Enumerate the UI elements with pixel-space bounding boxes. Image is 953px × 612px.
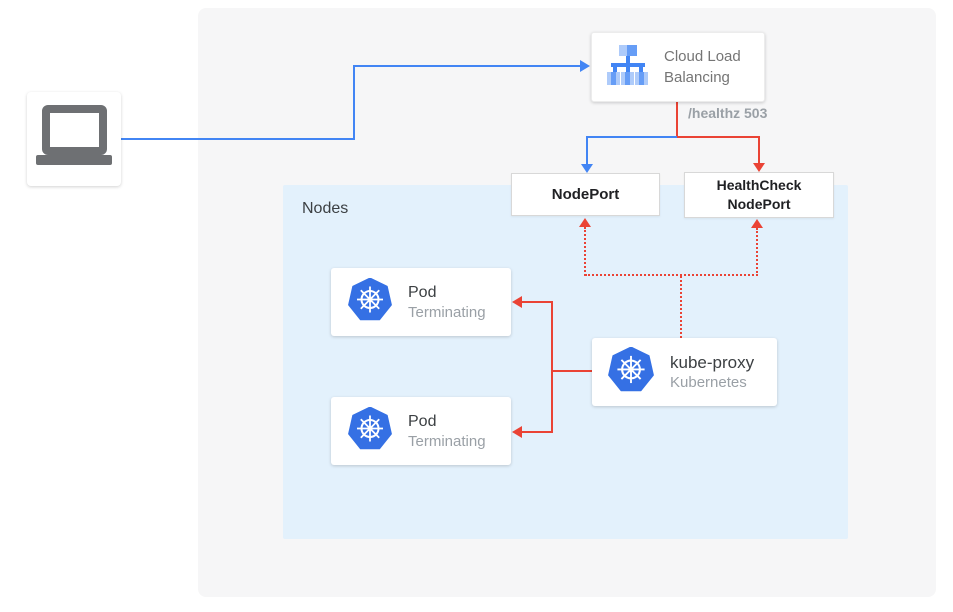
healthcheck-nodeport-label-line1: HealthCheck — [716, 177, 802, 193]
kube-proxy-subtitle: Kubernetes — [670, 373, 747, 391]
pod-top-title: Pod — [408, 283, 437, 301]
pod-bottom-title: Pod — [408, 412, 437, 430]
edge-client-to-clb-h1 — [121, 138, 355, 140]
cloud-load-balancing-label-line2: Balancing — [664, 69, 730, 86]
cloud-load-balancing-card: Cloud Load Balancing — [591, 32, 765, 102]
healthcheck-nodeport-label: HealthCheck NodePort — [717, 176, 802, 214]
edge-clb-down-v — [676, 102, 678, 138]
laptop-icon — [36, 104, 112, 174]
arrowhead-into-nodeport — [581, 164, 593, 173]
arrowhead-into-healthcheck-nodeport — [753, 163, 765, 172]
arrowhead-into-pod-bottom — [512, 426, 522, 438]
kubernetes-icon — [348, 277, 392, 327]
pod-top-status: Terminating — [408, 303, 486, 321]
edge-to-pod-bottom-h — [521, 431, 552, 433]
edge-kubeproxy-dotted-h — [585, 274, 758, 276]
healthcheck-nodeport-card: HealthCheck NodePort — [684, 172, 834, 218]
arrowhead-into-clb — [580, 60, 590, 72]
edge-pods-trunk-v — [551, 301, 553, 433]
pod-top-card: Pod Terminating — [331, 268, 511, 336]
edge-split-to-hc-h — [678, 136, 760, 138]
pod-bottom-status: Terminating — [408, 432, 486, 450]
kubernetes-icon — [608, 345, 654, 398]
healthz-label: /healthz 503 — [688, 105, 768, 121]
healthcheck-nodeport-label-line2: NodePort — [727, 196, 791, 212]
edge-client-to-clb-v — [353, 65, 355, 140]
arrowhead-into-pod-top — [512, 296, 522, 308]
cloud-load-balancing-label: Cloud Load Balancing — [664, 46, 741, 88]
arrowhead-dotted-into-nodeport — [579, 218, 591, 227]
edge-split-to-nodeport-v — [586, 136, 588, 166]
kube-proxy-title: kube-proxy — [670, 352, 755, 372]
edge-client-to-clb-h2 — [353, 65, 580, 67]
arrowhead-dotted-into-healthcheck-nodeport — [751, 219, 763, 228]
edge-split-to-nodeport-h — [587, 136, 677, 138]
nodeport-card: NodePort — [511, 173, 660, 216]
nodeport-label: NodePort — [551, 186, 620, 203]
edge-kubeproxy-up-dotted-v — [680, 276, 682, 338]
cloud-load-balancing-icon — [606, 44, 650, 90]
edge-dotted-to-nodeport-v — [584, 227, 586, 276]
edge-dotted-to-hc-v — [756, 228, 758, 276]
edge-split-to-hc-v — [758, 136, 760, 165]
edge-kubeproxy-left-h — [552, 370, 592, 372]
kube-proxy-card: kube-proxy Kubernetes — [592, 338, 777, 406]
nodes-panel-label: Nodes — [302, 200, 349, 217]
pod-bottom-card: Pod Terminating — [331, 397, 511, 465]
edge-to-pod-top-h — [521, 301, 552, 303]
cloud-load-balancing-label-line1: Cloud Load — [664, 48, 741, 65]
client-card — [27, 92, 121, 186]
kubernetes-icon — [348, 406, 392, 456]
